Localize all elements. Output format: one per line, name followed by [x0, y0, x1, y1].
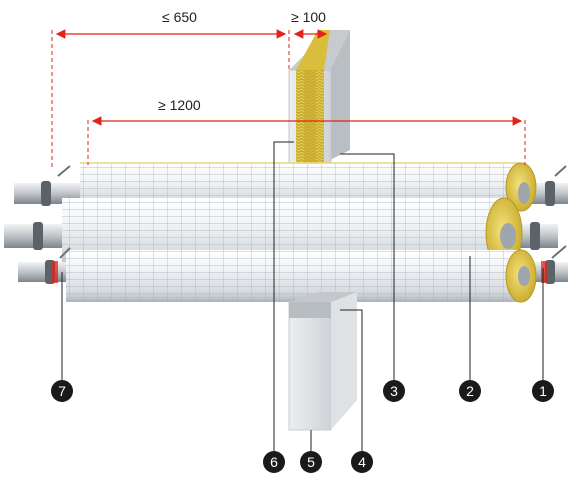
callout-leaders	[61, 141, 544, 452]
min-length-label: ≥ 1200	[158, 97, 201, 113]
max-distance-label: ≤ 650	[162, 9, 197, 25]
pipe-collars	[33, 165, 567, 284]
callout-6: 6	[263, 451, 285, 473]
lower-wall	[288, 292, 357, 431]
dimension-lines	[51, 29, 526, 168]
callout-7: 7	[51, 380, 73, 402]
svg-text:3: 3	[390, 383, 398, 399]
callout-3: 3	[383, 380, 405, 402]
upper-wall	[288, 30, 350, 181]
wall-gap-label: ≥ 100	[291, 9, 326, 25]
svg-text:7: 7	[58, 383, 66, 399]
pipe-bottom	[18, 249, 568, 303]
callout-5: 5	[300, 451, 322, 473]
callout-2: 2	[459, 380, 481, 402]
svg-text:1: 1	[539, 383, 547, 399]
callout-4: 4	[351, 451, 373, 473]
svg-text:2: 2	[466, 383, 474, 399]
callout-1: 1	[532, 380, 554, 402]
svg-text:5: 5	[307, 454, 315, 470]
svg-text:6: 6	[270, 454, 278, 470]
svg-text:4: 4	[358, 454, 366, 470]
